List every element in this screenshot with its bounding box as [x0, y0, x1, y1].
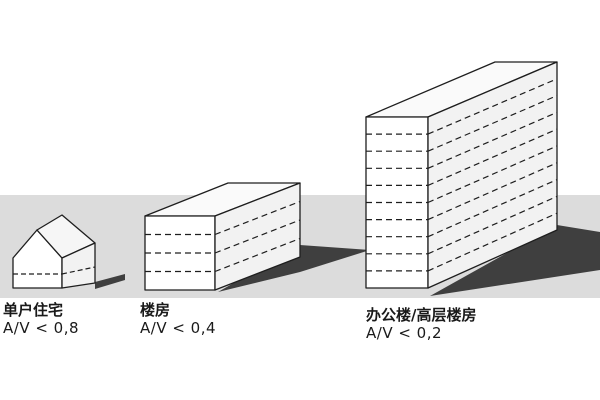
tower-title: 办公楼/高层楼房	[366, 306, 477, 324]
apartment-floor-line	[214, 219, 301, 254]
tower-ratio: A/V < 0,2	[366, 324, 443, 342]
tower-floor-line	[427, 212, 558, 272]
tower-side-face	[427, 61, 558, 289]
apartment-floor-line	[214, 237, 301, 273]
house-title: 单户住宅	[3, 301, 64, 319]
apartment-floor-line	[214, 200, 301, 236]
tower-floor-line	[427, 111, 558, 169]
house-caption: 单户住宅 A/V < 0,8	[3, 301, 80, 338]
apartment-building	[144, 182, 301, 291]
tower-floor-line	[427, 128, 558, 186]
apartment-caption: 楼房 A/V < 0,4	[140, 301, 217, 338]
tower-caption: 办公楼/高层楼房 A/V < 0,2	[366, 306, 477, 343]
tower-floor-line	[427, 78, 558, 135]
tower-shadow	[430, 225, 600, 296]
house-side-face	[61, 242, 96, 289]
apartment-title: 楼房	[140, 301, 171, 319]
tower-floor-line	[427, 145, 558, 204]
tower-floor-line	[427, 95, 558, 152]
house-floor-line	[61, 266, 96, 275]
apartment-shadow	[218, 245, 370, 292]
house-shadow	[95, 274, 125, 289]
house-building	[12, 214, 96, 289]
tower-floor-line	[427, 195, 558, 255]
tower-building	[365, 61, 558, 289]
apartment-ratio: A/V < 0,4	[140, 319, 217, 337]
tower-floor-line	[427, 162, 558, 221]
tower-floor-line	[427, 179, 558, 238]
house-ratio: A/V < 0,8	[3, 319, 80, 337]
